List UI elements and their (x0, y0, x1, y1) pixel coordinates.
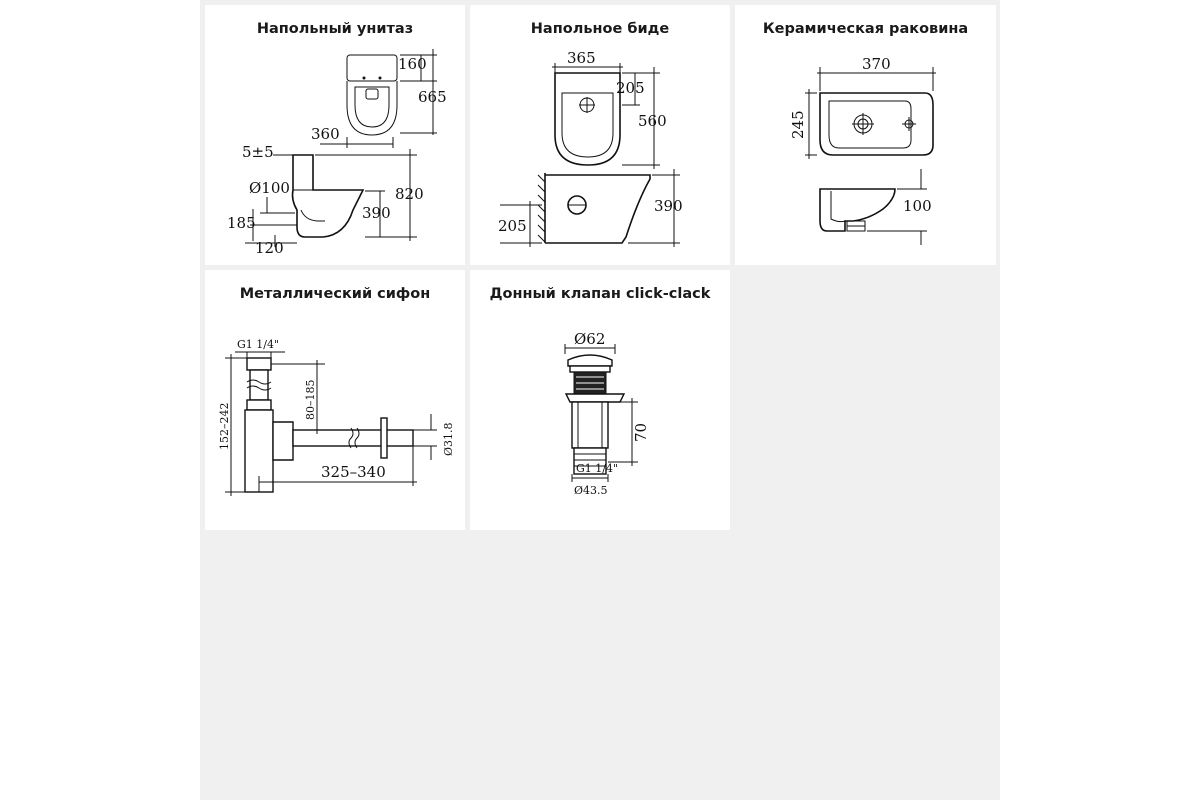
dim-d31-8: Ø31.8 (442, 422, 455, 456)
card-ceramic-sink: Керамическая раковина 370 245 (735, 5, 996, 265)
dim-185: 185 (227, 214, 256, 232)
dim-245: 245 (789, 110, 807, 139)
product-drawings-grid: Напольный унитаз 160 665 360 (200, 0, 1000, 800)
dim-g114-valve: G1 1/4" (576, 462, 618, 475)
dim-205-bottom: 205 (498, 217, 527, 235)
sink-drawing: 370 245 100 (789, 55, 936, 245)
card-title: Керамическая раковина (762, 21, 969, 37)
dim-820: 820 (395, 185, 424, 203)
valve-drawing: Ø62 G1 1/4" 70 (564, 330, 650, 497)
dim-152-242: 152–242 (218, 403, 231, 451)
dim-205-top: 205 (616, 79, 645, 97)
bidet-drawing: 365 205 560 390 205 (498, 49, 683, 247)
dim-390: 390 (362, 204, 391, 222)
card-title: Напольное биде (530, 21, 670, 37)
toilet-drawing: 160 665 360 5±5 820 390 Ø100 (227, 49, 447, 257)
dim-160: 160 (398, 55, 427, 73)
dim-d100: Ø100 (249, 179, 290, 197)
dim-d43-5: Ø43.5 (574, 484, 608, 497)
dim-370: 370 (862, 55, 891, 73)
card-floor-toilet: Напольный унитаз 160 665 360 (205, 5, 465, 265)
card-click-clack-valve: Донный клапан click-clack Ø62 G1 1/4 (470, 270, 730, 530)
dim-g114: G1 1/4" (237, 338, 279, 351)
card-floor-bidet: Напольное биде 365 205 560 (470, 5, 730, 265)
dim-360: 360 (311, 125, 340, 143)
dim-365: 365 (567, 49, 596, 67)
siphon-drawing: G1 1/4" 80–185 152–242 Ø31.8 325–340 (218, 338, 455, 496)
card-title: Донный клапан click-clack (489, 286, 711, 302)
dim-80-185: 80–185 (304, 380, 317, 421)
card-title: Напольный унитаз (256, 21, 414, 37)
card-metal-siphon: Металлический сифон G1 1/4" 8 (205, 270, 465, 530)
dim-390: 390 (654, 197, 683, 215)
dim-325-340: 325–340 (321, 463, 386, 481)
dim-120: 120 (255, 239, 284, 257)
dim-560: 560 (638, 112, 667, 130)
card-title: Металлический сифон (239, 286, 431, 302)
dim-5pm5: 5±5 (242, 143, 274, 161)
dim-d62: Ø62 (574, 330, 605, 348)
dim-70: 70 (632, 423, 650, 442)
dim-665: 665 (418, 88, 447, 106)
dim-100: 100 (903, 197, 932, 215)
